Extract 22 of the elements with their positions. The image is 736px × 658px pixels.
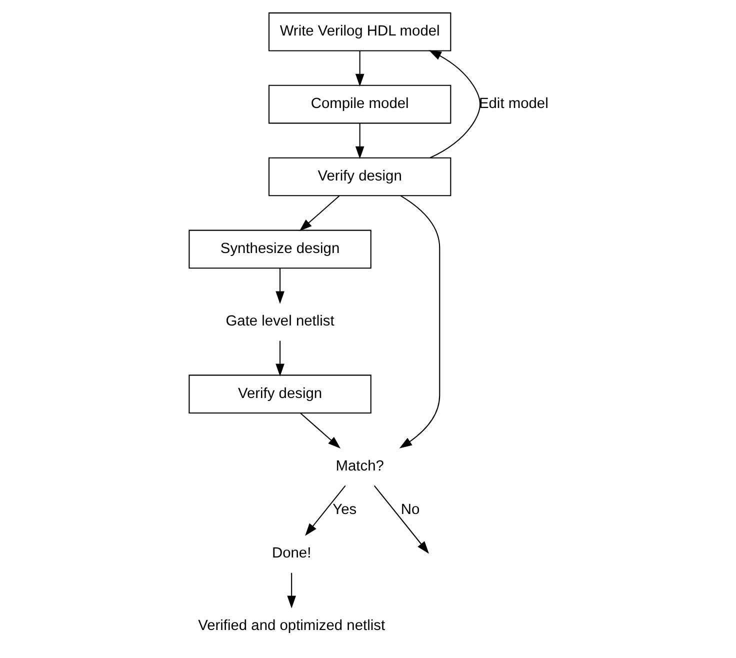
node-box: Synthesize design xyxy=(188,230,371,269)
node-text: Done! xyxy=(271,546,311,562)
arrow xyxy=(275,340,284,376)
arrow xyxy=(354,123,364,159)
node-box: Write Verilog HDL model xyxy=(268,12,451,52)
arrow xyxy=(298,196,340,232)
node-text: Match? xyxy=(335,458,384,474)
arrow xyxy=(286,572,296,608)
arrow xyxy=(354,51,364,87)
node-box: Verify design xyxy=(188,374,371,414)
arrow xyxy=(398,195,440,448)
node-box: Compile model xyxy=(268,84,451,124)
node-text: Gate level netlist xyxy=(225,314,334,330)
edge-label: Yes xyxy=(332,502,356,518)
edge-label: No xyxy=(400,502,420,518)
node-text: Verified and optimized netlist xyxy=(198,618,385,634)
arrow xyxy=(428,50,480,158)
arrow xyxy=(304,485,346,536)
arrow xyxy=(275,268,284,304)
arrow xyxy=(373,485,428,554)
arrow xyxy=(300,412,340,448)
node-box: Verify design xyxy=(268,157,451,196)
